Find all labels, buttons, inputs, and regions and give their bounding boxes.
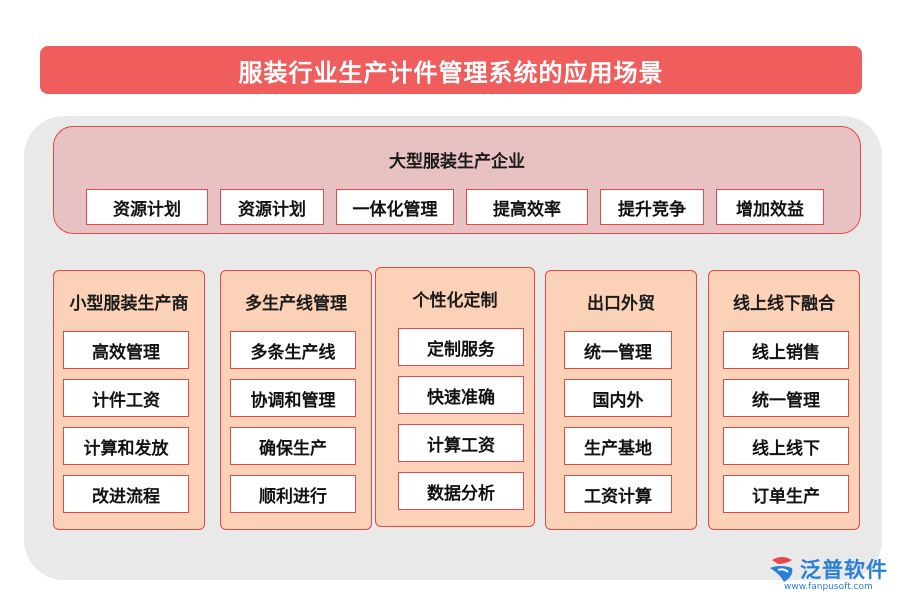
column-items: 统一管理 国内外 生产基地 工资计算: [564, 331, 672, 513]
column-item: 国内外: [564, 379, 672, 417]
column-item: 确保生产: [230, 427, 356, 465]
column-item: 定制服务: [398, 328, 524, 366]
column-item: 改进流程: [63, 475, 189, 513]
column-customization: 个性化定制 定制服务 快速准确 计算工资 数据分析: [375, 267, 535, 527]
column-items: 多条生产线 协调和管理 确保生产 顺利进行: [230, 331, 356, 513]
column-title: 线上线下融合: [733, 294, 835, 314]
top-item: 资源计划: [220, 189, 324, 225]
top-item: 一体化管理: [336, 189, 454, 225]
column-item: 高效管理: [63, 331, 189, 369]
column-items: 高效管理 计件工资 计算和发放 改进流程: [63, 331, 189, 513]
column-omnichannel: 线上线下融合 线上销售 统一管理 线上线下 订单生产: [708, 270, 860, 530]
column-title: 小型服装生产商: [69, 294, 189, 314]
column-title: 个性化定制: [412, 291, 498, 311]
large-enterprise-title: 大型服装生产企业: [389, 152, 525, 172]
column-multi-line: 多生产线管理 多条生产线 协调和管理 确保生产 顺利进行: [220, 270, 372, 530]
top-item: 增加效益: [716, 189, 824, 225]
large-enterprise-items: 资源计划 资源计划 一体化管理 提高效率 提升竞争 增加效益: [86, 189, 824, 225]
column-title: 多生产线管理: [245, 294, 347, 314]
column-item: 工资计算: [564, 475, 672, 513]
brand-url: www.fanpusoft.com: [784, 582, 873, 592]
column-item: 统一管理: [564, 331, 672, 369]
column-items: 定制服务 快速准确 计算工资 数据分析: [398, 328, 524, 510]
top-item: 提升竞争: [600, 189, 704, 225]
top-item: 资源计划: [86, 189, 208, 225]
column-small-producer: 小型服装生产商 高效管理 计件工资 计算和发放 改进流程: [53, 270, 205, 530]
column-item: 线上销售: [723, 331, 849, 369]
column-item: 线上线下: [723, 427, 849, 465]
large-enterprise-box: 大型服装生产企业 资源计划 资源计划 一体化管理 提高效率 提升竞争 增加效益: [53, 126, 861, 234]
column-item: 计件工资: [63, 379, 189, 417]
title-banner: 服装行业生产计件管理系统的应用场景: [40, 46, 862, 94]
page-title: 服装行业生产计件管理系统的应用场景: [238, 58, 664, 87]
column-item: 协调和管理: [230, 379, 356, 417]
column-items: 线上销售 统一管理 线上线下 订单生产: [723, 331, 849, 513]
brand-name: 泛普软件: [800, 558, 888, 582]
column-item: 多条生产线: [230, 331, 356, 369]
column-item: 数据分析: [398, 472, 524, 510]
column-item: 统一管理: [723, 379, 849, 417]
column-item: 计算和发放: [63, 427, 189, 465]
column-item: 快速准确: [398, 376, 524, 414]
column-item: 顺利进行: [230, 475, 356, 513]
column-title: 出口外贸: [587, 294, 655, 314]
column-item: 计算工资: [398, 424, 524, 462]
top-item: 提高效率: [466, 189, 588, 225]
brand-icon: [770, 557, 793, 582]
column-export-trade: 出口外贸 统一管理 国内外 生产基地 工资计算: [545, 270, 697, 530]
column-item: 生产基地: [564, 427, 672, 465]
column-item: 订单生产: [723, 475, 849, 513]
brand-logo: 泛普软件 www.fanpusoft.com: [768, 552, 894, 596]
